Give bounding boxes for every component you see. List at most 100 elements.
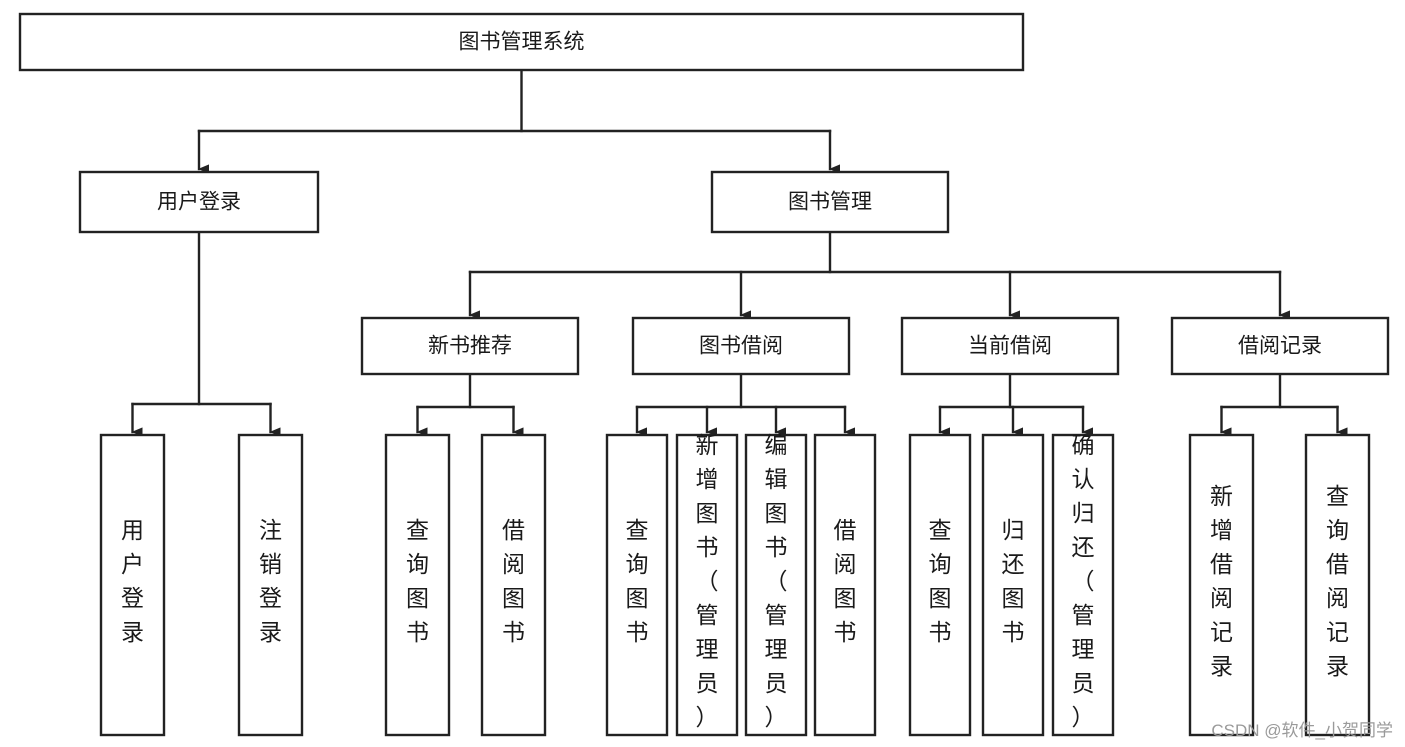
svg-text:还: 还 [1002, 551, 1025, 577]
svg-text:销: 销 [259, 551, 282, 577]
svg-text:图: 图 [502, 585, 525, 611]
svg-text:借: 借 [1210, 551, 1233, 577]
diagram-nodes: 图书管理系统用户登录图书管理新书推荐图书借阅当前借阅借阅记录用户登录注销登录查询… [18, 12, 1390, 737]
svg-text:员: 员 [1072, 670, 1095, 696]
svg-text:增: 增 [696, 466, 719, 492]
node-box-leaf-add-book [675, 433, 739, 737]
node-box-user-login [78, 170, 320, 234]
connector-edges [131, 68, 1348, 437]
node-label-book-borrow: 图书借阅 [699, 335, 783, 358]
svg-text:户: 户 [121, 551, 144, 577]
svg-text:确: 确 [1072, 432, 1095, 458]
svg-text:图: 图 [406, 585, 429, 611]
node-box-current-borrow [900, 316, 1120, 376]
node-book-borrow[interactable]: 图书借阅 [631, 316, 851, 376]
svg-text:询: 询 [406, 551, 429, 577]
node-box-leaf-query-book-current [908, 433, 972, 737]
svg-text:增: 增 [1210, 517, 1233, 543]
node-leaf-user-login[interactable]: 用户登录 [99, 433, 166, 737]
node-box-leaf-query-book-recommend [384, 433, 451, 737]
svg-text:理: 理 [1072, 636, 1095, 662]
node-box-leaf-borrow-book-recommend [480, 433, 547, 737]
svg-text:询: 询 [1326, 517, 1349, 543]
svg-text:图: 图 [1002, 585, 1025, 611]
node-box-new-book-recommend [360, 316, 580, 376]
node-current-borrow[interactable]: 当前借阅 [900, 316, 1120, 376]
node-box-leaf-edit-book [744, 433, 808, 737]
node-label-book-manage: 图书管理 [788, 191, 872, 214]
node-label-borrow-records: 借阅记录 [1238, 335, 1322, 358]
svg-text:）: ） [765, 704, 788, 730]
svg-text:查: 查 [626, 517, 649, 543]
svg-text:查: 查 [1326, 483, 1349, 509]
node-label-current-borrow: 当前借阅 [968, 335, 1052, 358]
node-box-leaf-borrow-book [813, 433, 877, 737]
node-box-borrow-records [1170, 316, 1390, 376]
svg-text:录: 录 [1210, 653, 1233, 679]
svg-text:登: 登 [259, 585, 282, 611]
svg-text:借: 借 [834, 517, 857, 543]
node-box-root [18, 12, 1025, 72]
svg-text:阅: 阅 [1326, 585, 1349, 611]
node-new-book-recommend[interactable]: 新书推荐 [360, 316, 580, 376]
node-user-login[interactable]: 用户登录 [78, 170, 320, 234]
node-box-book-manage [710, 170, 950, 234]
svg-text:新: 新 [696, 432, 719, 458]
node-box-leaf-confirm-return [1051, 433, 1115, 737]
node-label-user-login: 用户登录 [157, 191, 241, 214]
svg-text:辑: 辑 [765, 466, 788, 492]
svg-text:书: 书 [1002, 619, 1025, 645]
svg-text:书: 书 [765, 534, 788, 560]
svg-text:借: 借 [502, 517, 525, 543]
svg-text:（: （ [1072, 568, 1095, 594]
node-box-leaf-logout [237, 433, 304, 737]
node-box-leaf-user-login [99, 433, 166, 737]
node-label-root: 图书管理系统 [459, 31, 585, 54]
svg-text:图: 图 [696, 500, 719, 526]
node-book-manage[interactable]: 图书管理 [710, 170, 950, 234]
svg-text:用: 用 [121, 517, 144, 543]
svg-text:员: 员 [696, 670, 719, 696]
svg-text:图: 图 [929, 585, 952, 611]
svg-text:书: 书 [626, 619, 649, 645]
svg-text:编: 编 [765, 432, 788, 458]
svg-text:员: 员 [765, 670, 788, 696]
node-root[interactable]: 图书管理系统 [18, 12, 1025, 72]
svg-text:书: 书 [834, 619, 857, 645]
svg-text:录: 录 [259, 619, 282, 645]
svg-text:认: 认 [1072, 466, 1095, 492]
node-box-book-borrow [631, 316, 851, 376]
node-borrow-records[interactable]: 借阅记录 [1170, 316, 1390, 376]
svg-text:还: 还 [1072, 534, 1095, 560]
svg-text:新: 新 [1210, 483, 1233, 509]
svg-text:图: 图 [834, 585, 857, 611]
svg-text:理: 理 [765, 636, 788, 662]
svg-text:阅: 阅 [1210, 585, 1233, 611]
svg-text:）: ） [1072, 704, 1095, 730]
svg-text:图: 图 [765, 500, 788, 526]
svg-text:阅: 阅 [834, 551, 857, 577]
